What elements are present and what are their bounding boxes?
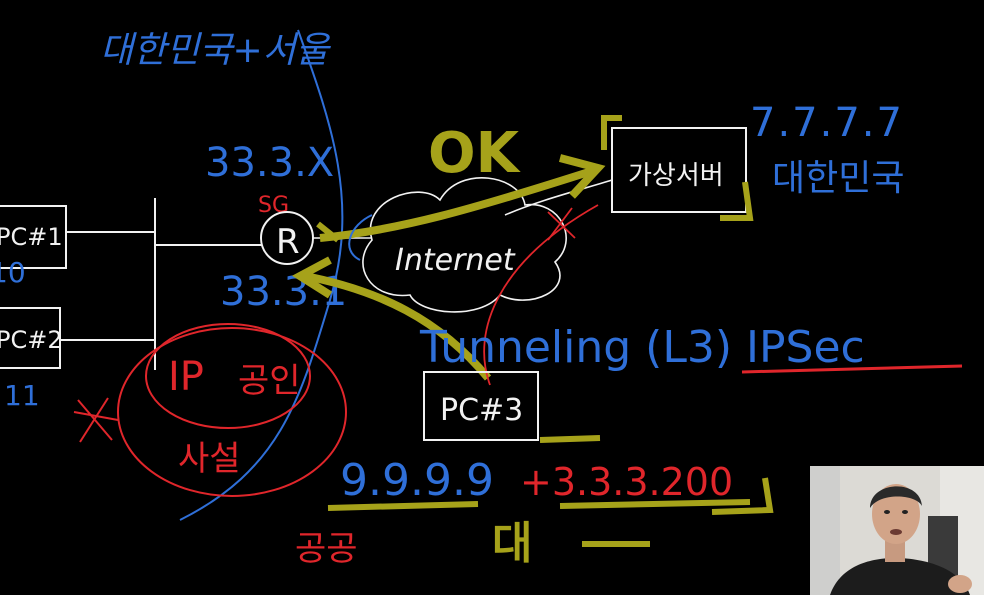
pc2-label: PC#2: [0, 326, 63, 354]
server-country-label: 대한민국: [772, 158, 904, 199]
yellow-arrowhead-router: [292, 256, 333, 299]
server-label: 가상서버: [628, 161, 724, 191]
ip-label: IP: [168, 354, 204, 400]
yellow-arrow-from-pc3: [299, 271, 492, 381]
top-korean-label: 대한민국+서울: [100, 30, 332, 71]
cloud-to-server-line: [504, 179, 613, 216]
shared-korean-label: 사설: [178, 439, 241, 479]
pc3-label: PC#3: [440, 393, 523, 428]
ok-label: OK: [428, 121, 522, 186]
blue-curve-top: [179, 29, 344, 521]
red-line-pc3-server: [483, 204, 599, 386]
pc2-number: 11: [4, 379, 40, 412]
red-x-mark-right: [547, 207, 576, 241]
ip-korean-label: 공인: [238, 361, 301, 401]
server-bracket-right: [720, 181, 754, 221]
ip-200-label: +3.3.3.200: [520, 460, 733, 504]
server-ip-label: 7.7.7.7: [750, 100, 904, 146]
presenter-illustration: [810, 466, 984, 595]
bottom-yellow-korean: 대: [492, 518, 532, 569]
yellow-arrowhead-server: [558, 154, 606, 199]
yellow-slash-router: [316, 221, 340, 243]
ip-9999-label: 9.9.9.9: [340, 455, 494, 506]
server-bracket-left: [601, 115, 622, 150]
ip-red-ellipse-outer: [117, 327, 347, 497]
ip-200-underline: [559, 499, 751, 509]
pc3-box: [423, 371, 539, 441]
pc1-label: PC#1: [0, 223, 63, 251]
internet-cloud: [362, 177, 567, 313]
pc2-box: [0, 307, 61, 369]
router-letter: R: [276, 222, 300, 262]
server-box: [611, 127, 747, 213]
router-ip-top: 33.3.X: [205, 140, 334, 186]
tunneling-label: Tunneling (L3) IPSec: [419, 322, 865, 373]
bottom-red-korean: 공공: [295, 529, 358, 569]
pc1-box: [0, 205, 67, 269]
red-x-mark-left: [73, 397, 119, 443]
ip-red-ellipse-inner: [145, 323, 311, 429]
internet-label: Internet: [395, 243, 516, 278]
yellow-arrow-to-server: [319, 166, 597, 242]
presenter-webcam: [810, 466, 984, 595]
ip-9999-underline: [327, 501, 479, 511]
tunneling-red-underline: [741, 364, 963, 374]
pc1-number: 10: [0, 256, 26, 289]
sg-label: SG: [258, 193, 289, 218]
pc3-bracket: [539, 435, 601, 443]
ip-200-bracket: [711, 477, 774, 515]
blue-curve-cloud: [348, 214, 373, 261]
